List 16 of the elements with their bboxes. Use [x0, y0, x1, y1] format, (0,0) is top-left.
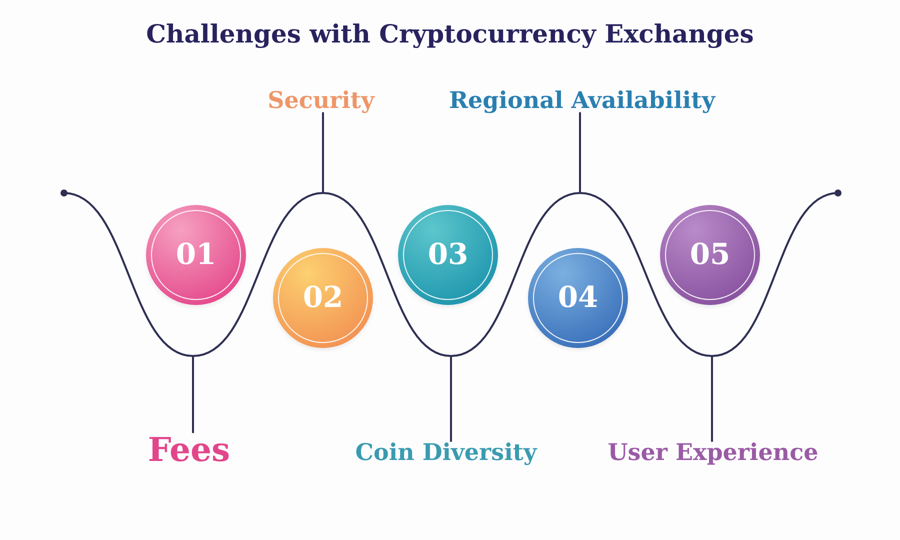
challenge-label: Regional Availability — [448, 88, 716, 114]
challenge-label: Coin Diversity — [355, 440, 537, 466]
leader-line — [711, 356, 713, 442]
step-number: 04 — [558, 282, 598, 314]
challenge-label: User Experience — [608, 440, 818, 466]
challenge-label: Security — [268, 88, 374, 114]
leader-line — [579, 112, 581, 193]
leader-line — [450, 356, 452, 442]
step-number: 05 — [690, 239, 730, 271]
step-number: 01 — [176, 239, 216, 271]
title: Challenges with Cryptocurrency Exchanges — [146, 20, 754, 50]
step-number: 02 — [302, 282, 344, 314]
challenge-label: Fees — [148, 431, 230, 469]
step-number: 03 — [428, 239, 468, 271]
leader-line — [192, 356, 194, 434]
leader-line — [322, 112, 324, 193]
